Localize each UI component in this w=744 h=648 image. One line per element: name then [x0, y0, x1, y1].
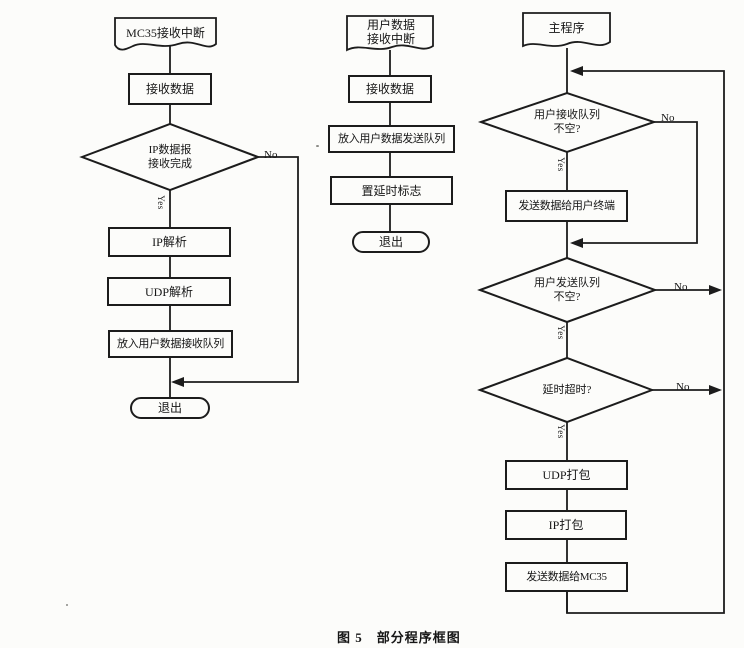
right-decision1-line1: 用户接收队列: [534, 109, 600, 121]
middle-start-line2: 接收中断: [366, 32, 415, 46]
left-step-receive-data: 接收数据: [128, 73, 212, 105]
right-no1-label: No: [661, 112, 675, 124]
figure-number: 图 5: [337, 630, 363, 645]
right-loop-back-line: [566, 70, 725, 614]
figure-title: 部分程序框图: [376, 630, 461, 645]
left-start-text: MC35接收中断: [126, 26, 205, 40]
right-top-merge-arrowhead: [570, 66, 583, 76]
middle-exit-terminal: 退出: [352, 231, 430, 253]
right-start-document-shape: [522, 12, 611, 48]
right-decision2-line1: 用户发送队列: [534, 277, 600, 289]
middle-start-terminal-label: 用户数据 接收中断: [349, 18, 433, 46]
left-no-branch-line: [181, 156, 299, 383]
right-decision1-line2: 不空?: [553, 123, 581, 135]
right-no3-arrowhead: [709, 385, 722, 395]
left-start-terminal-label: MC35接收中断: [118, 22, 213, 44]
left-decision-line2: 接收完成: [148, 158, 192, 170]
left-no-label: No: [264, 149, 278, 161]
right-yes3-label: Yes: [555, 424, 566, 439]
middle-step-set-delay-flag: 置延时标志: [330, 176, 453, 205]
middle-step-enqueue-user-send: 放入用户数据发送队列: [328, 125, 455, 153]
figure-caption: 图 5 部分程序框图: [337, 627, 461, 646]
right-yes2-label: Yes: [555, 325, 566, 340]
right-yes1-label: Yes: [555, 157, 566, 172]
right-step-send-to-mc35: 发送数据给MC35: [505, 562, 628, 592]
middle-start-line1: 用户数据: [366, 18, 415, 32]
scan-speck: [316, 145, 319, 147]
middle-step-receive-data: 接收数据: [348, 75, 432, 103]
left-decision-line1: IP数据报: [148, 144, 192, 156]
right-decision2-label: 用户发送队列 不空?: [497, 276, 637, 304]
middle-start-document-shape: [346, 15, 434, 52]
right-decision3-text: 延时超时?: [542, 384, 592, 396]
scan-speck: [66, 604, 68, 606]
right-no1-branch-line: [581, 121, 698, 244]
right-step-ip-pack: IP打包: [505, 510, 627, 540]
left-step-ip-parse: IP解析: [108, 227, 231, 257]
right-start-terminal-label: 主程序: [523, 17, 610, 39]
right-no2-arrowhead: [709, 285, 722, 295]
left-step-udp-parse: UDP解析: [107, 277, 231, 306]
right-step-send-to-user: 发送数据给用户终端: [505, 190, 628, 222]
left-start-document-shape: [114, 17, 217, 51]
right-start-text: 主程序: [548, 21, 585, 35]
right-decision2-line2: 不空?: [553, 291, 581, 303]
right-decision3-label: 延时超时?: [497, 382, 637, 398]
right-step-udp-pack: UDP打包: [505, 460, 628, 490]
left-yes-label: Yes: [155, 195, 166, 210]
left-merge-arrowhead: [171, 377, 184, 387]
left-exit-terminal: 退出: [130, 397, 210, 419]
right-mid-merge-arrowhead: [570, 238, 583, 248]
right-no2-label: No: [674, 281, 688, 293]
left-decision-label: IP数据报 接收完成: [105, 143, 235, 171]
left-step-enqueue-user-receive: 放入用户数据接收队列: [108, 330, 233, 358]
right-no3-label: No: [676, 381, 690, 393]
right-decision1-label: 用户接收队列 不空?: [497, 108, 637, 136]
